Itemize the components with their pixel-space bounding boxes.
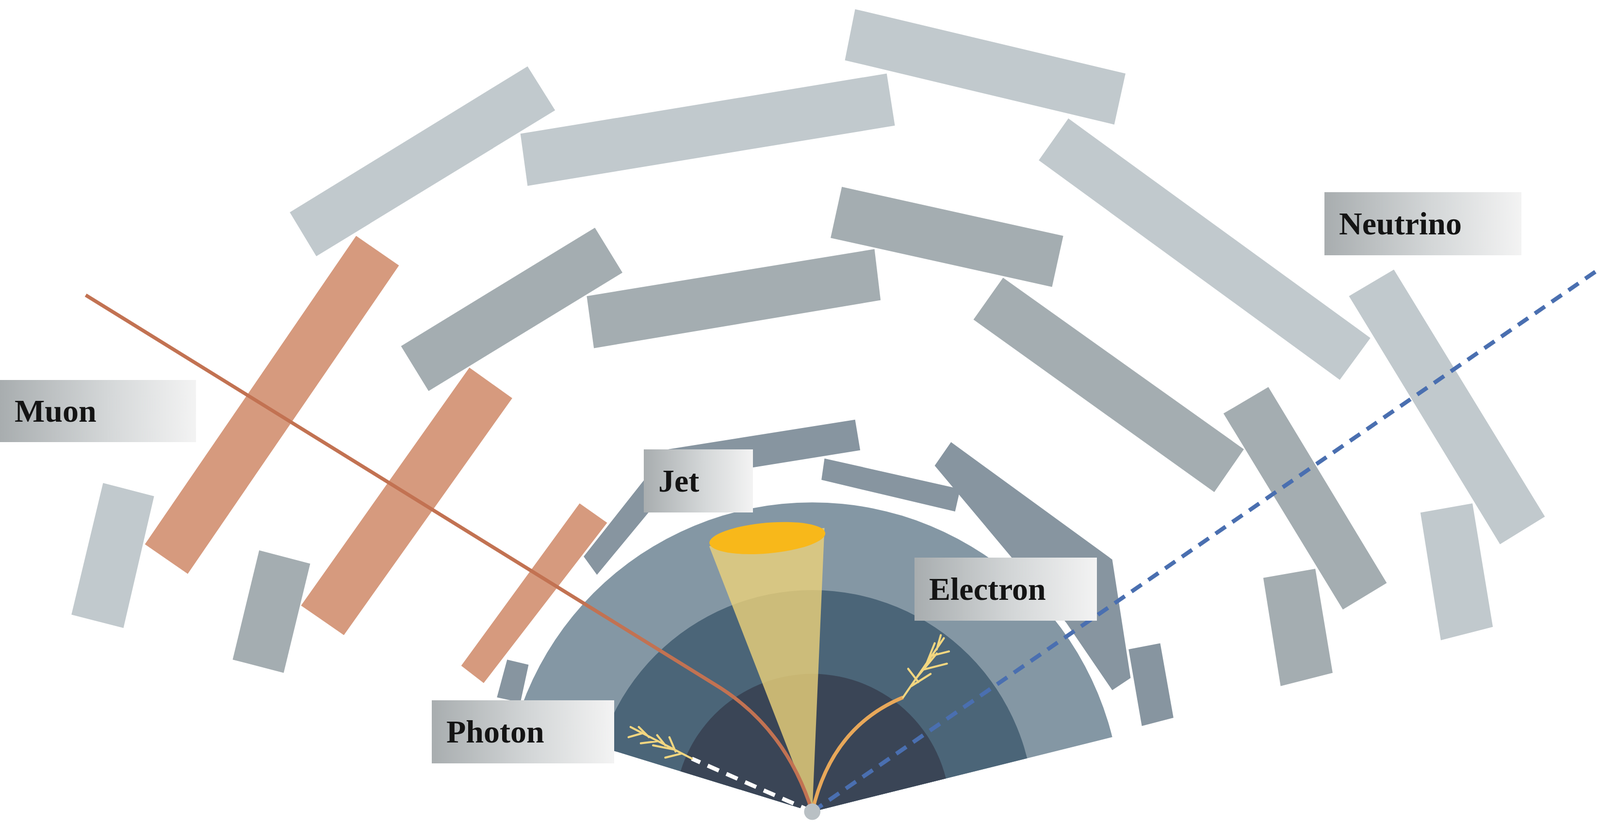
particle-label: Jet	[643, 449, 753, 513]
jet-cone	[708, 517, 827, 812]
label-text: Muon	[14, 394, 97, 427]
outer-muon-chambers	[71, 9, 1545, 640]
calorimeter	[503, 502, 1122, 825]
particle-label: Photon	[431, 700, 615, 764]
particle-label: Electron	[914, 557, 1097, 621]
interaction-point	[803, 803, 821, 820]
label-text: Neutrino	[1338, 207, 1462, 240]
label-text: Jet	[658, 464, 700, 497]
label-text: Photon	[446, 715, 545, 748]
tracks	[85, 268, 1600, 812]
label-text: Electron	[929, 572, 1046, 605]
highlighted-muon-chambers	[145, 235, 608, 684]
showers	[628, 635, 949, 759]
particle-label: Muon	[0, 379, 196, 442]
particle-label: Neutrino	[1324, 192, 1522, 256]
